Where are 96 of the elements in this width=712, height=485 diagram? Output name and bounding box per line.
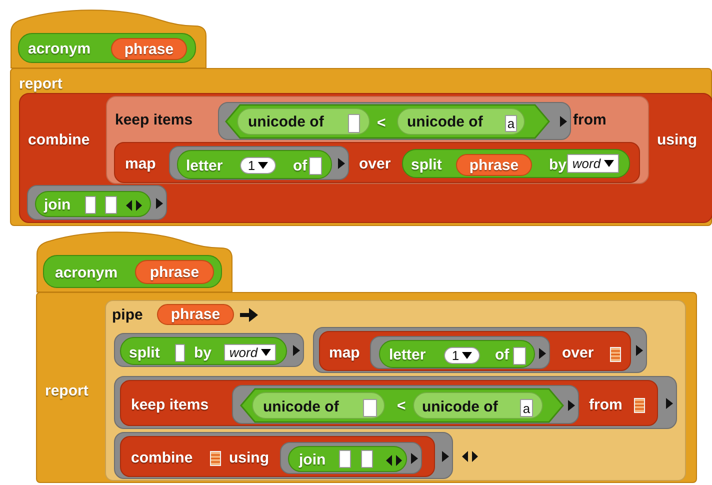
block-label: split	[411, 158, 442, 172]
ring-slot	[169, 146, 349, 180]
variable-block	[456, 154, 532, 176]
slot-value: word	[229, 346, 258, 359]
block-label: combine	[28, 132, 90, 148]
block-label: split	[129, 346, 160, 360]
variable-block	[111, 38, 187, 60]
reporter-block	[43, 255, 222, 288]
block-label: unicode of	[263, 400, 339, 414]
reporter-block	[252, 392, 385, 419]
block-label: over	[359, 156, 391, 172]
block-label: unicode of	[422, 400, 498, 414]
number-slot	[240, 157, 276, 174]
block-label: map	[125, 156, 156, 172]
input-slot	[513, 347, 526, 365]
input-slot	[85, 196, 96, 214]
variable-block	[135, 260, 214, 284]
ring-slot	[313, 327, 647, 373]
input-slot	[520, 399, 533, 417]
block-label: using	[657, 132, 697, 148]
block-label: letter	[186, 158, 223, 174]
ring-slot	[232, 385, 579, 424]
reporter-block	[114, 142, 640, 183]
block-label: acronym	[28, 42, 91, 56]
slot-value: a	[522, 402, 530, 414]
slot-value: a	[507, 117, 515, 130]
reporter-block	[379, 340, 535, 368]
reporter-block	[19, 93, 712, 223]
block-label: from	[573, 112, 606, 128]
command-block	[10, 68, 712, 226]
dropdown-slot	[224, 344, 276, 361]
reporter-block	[35, 191, 151, 217]
block-label: phrase	[170, 307, 220, 322]
block-label: keep items	[115, 112, 193, 128]
reporter-block	[177, 150, 332, 179]
slot-value: 1	[452, 349, 460, 362]
input-slot	[363, 399, 377, 417]
block-label: pipe	[112, 308, 143, 322]
reporter-block	[402, 149, 630, 178]
block-label: acronym	[55, 266, 118, 280]
block-label: over	[562, 346, 594, 360]
reporter-block	[106, 96, 649, 184]
command-block	[105, 300, 686, 481]
block-label: from	[589, 398, 622, 412]
block-label: map	[329, 346, 360, 360]
dropdown-slot	[567, 154, 619, 173]
block-label: phrase	[469, 158, 519, 172]
slot-value: word	[572, 157, 601, 170]
block-label: of	[495, 348, 510, 362]
ring-slot	[280, 442, 422, 474]
reporter-block	[288, 446, 407, 472]
input-slot	[361, 450, 373, 468]
operator-symbol: <	[377, 116, 386, 130]
block-label: combine	[131, 450, 193, 466]
predicate-block	[226, 105, 549, 138]
block-label: report	[19, 76, 62, 92]
reporter-block	[319, 331, 631, 371]
predicate-block	[241, 389, 563, 422]
ring-slot	[218, 102, 571, 140]
slot-value: 1	[248, 159, 256, 172]
block-label: report	[45, 384, 88, 398]
block-label: phrase	[150, 264, 200, 280]
block-label: by	[549, 158, 567, 172]
number-slot	[444, 347, 480, 364]
block-label: phrase	[124, 42, 174, 56]
input-slot	[105, 196, 117, 214]
command-block	[36, 292, 697, 483]
reporter-block	[120, 436, 435, 477]
reporter-block	[18, 33, 196, 63]
input-slot	[339, 450, 351, 468]
block-label: of	[293, 158, 308, 174]
operator-symbol: <	[397, 398, 406, 414]
ring-slot	[114, 376, 677, 429]
reporter-block	[120, 337, 287, 365]
reporter-block	[120, 380, 658, 426]
hat-block	[36, 230, 233, 292]
input-slot	[175, 344, 185, 362]
block-label: unicode of	[407, 114, 483, 130]
input-slot	[348, 114, 360, 133]
block-label: by	[194, 346, 212, 360]
block-label: letter	[389, 348, 426, 362]
input-slot	[309, 157, 322, 175]
ring-slot	[114, 333, 304, 367]
block-label: using	[229, 450, 269, 466]
ring-slot	[27, 185, 167, 220]
ring-slot	[370, 336, 550, 369]
reporter-block	[397, 108, 525, 135]
block-label: keep items	[131, 398, 209, 412]
variable-block	[157, 304, 234, 325]
reporter-block	[237, 108, 370, 135]
ring-slot	[114, 432, 453, 479]
hat-block	[10, 8, 207, 68]
block-label: join	[44, 198, 71, 212]
reporter-block	[413, 392, 543, 419]
block-label: unicode of	[248, 114, 324, 130]
block-label: join	[299, 452, 326, 468]
